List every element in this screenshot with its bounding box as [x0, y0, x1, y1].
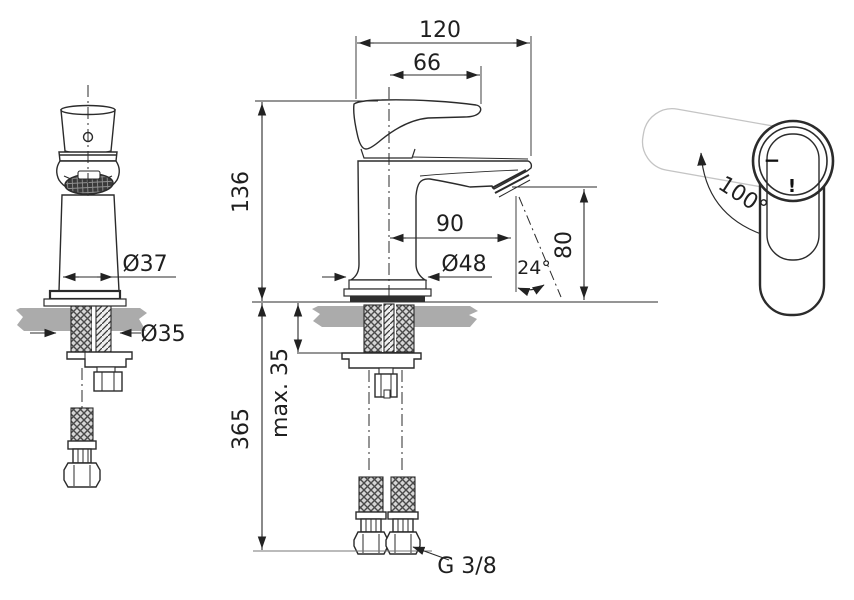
- dim-label-thread: G 3/8: [437, 554, 496, 579]
- thread-leader: [412, 546, 450, 561]
- spout-outlet: [498, 179, 531, 198]
- dim-outlet-height: [512, 186, 597, 300]
- top-view: − ! 100°: [641, 108, 835, 317]
- hose-nut: [63, 462, 101, 488]
- hose-centerlines: [368, 370, 403, 474]
- dim-label-hose-length: 365: [229, 408, 254, 450]
- base-gasket: [350, 296, 425, 302]
- dim-label-hole-diameter: Ø35: [140, 322, 185, 347]
- dim-label-overall-width: 120: [419, 18, 461, 43]
- stream-line: [518, 196, 562, 298]
- base-flange: [48, 289, 122, 301]
- front-view: Ø37 Ø35: [16, 85, 186, 488]
- clamp-plate: [341, 352, 422, 369]
- cold-indicator-mark: −: [764, 148, 781, 172]
- faucet-side: [343, 87, 533, 302]
- base-plate: [343, 288, 432, 297]
- dim-height: [255, 100, 378, 301]
- dim-handle-reach: [390, 66, 482, 104]
- fixing-stud: [95, 305, 112, 353]
- fixing-nut: [93, 371, 123, 392]
- handle-inner-outline: [766, 133, 820, 261]
- dim-label-spout-reach: 90: [436, 212, 464, 237]
- dim-label-handle-reach: 66: [413, 51, 441, 76]
- base-plate: [43, 298, 127, 307]
- dim-overall-width: [355, 36, 532, 156]
- mounting-hardware: [341, 303, 422, 555]
- dim-label-stream-angle: 24°: [517, 257, 551, 279]
- dim-hose-length: [253, 303, 432, 552]
- dim-label-height: 136: [229, 171, 254, 213]
- dim-label-counter-max: max. 35: [268, 348, 293, 438]
- hot-indicator-mark: !: [788, 176, 796, 197]
- dim-label-base-diameter: Ø48: [441, 252, 486, 277]
- faucet-front: [43, 85, 127, 307]
- stream-angle: [515, 196, 562, 298]
- flex-hose-left: [353, 476, 389, 555]
- flex-hose-right: [385, 476, 421, 555]
- clamp-bracket: [66, 351, 133, 368]
- flex-hose: [63, 407, 101, 488]
- fixing-stud: [383, 303, 395, 353]
- cartridge-ring-inner: [758, 126, 828, 196]
- dim-label-outlet-height: 80: [552, 231, 577, 259]
- side-view: 24° 120 66 136: [229, 18, 658, 579]
- handle-lever: [353, 99, 482, 150]
- dim-label-body-diameter: Ø37: [122, 252, 167, 277]
- mounting-hardware: [63, 305, 133, 488]
- dim-counter-max: [293, 303, 342, 354]
